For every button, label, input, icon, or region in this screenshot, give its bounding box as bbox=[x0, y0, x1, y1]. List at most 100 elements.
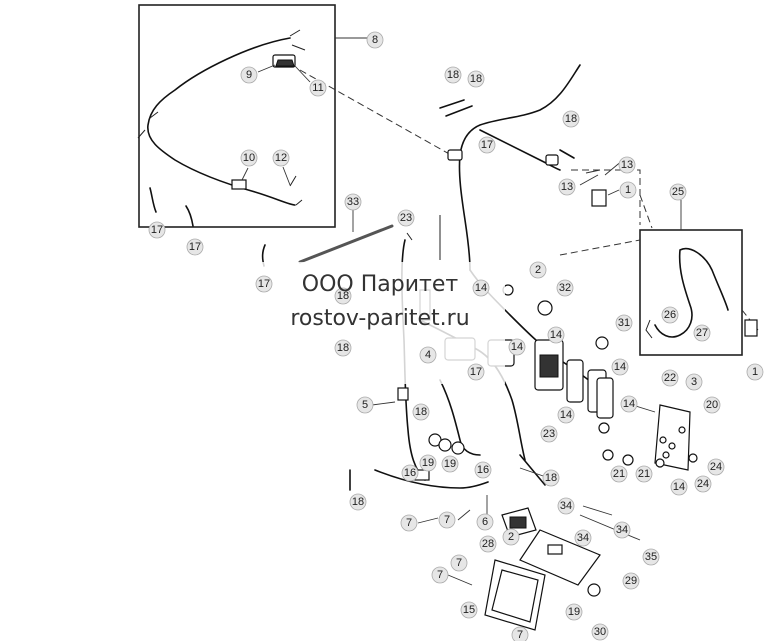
callout-9: 9 bbox=[240, 66, 258, 84]
watermark: ООО Паритет rostov-paritet.ru bbox=[230, 268, 530, 336]
callout-24-b: 24 bbox=[694, 475, 712, 493]
svg-text:17: 17 bbox=[151, 224, 163, 236]
svg-text:34: 34 bbox=[560, 500, 572, 512]
callout-19-a: 19 bbox=[419, 454, 437, 472]
svg-text:19: 19 bbox=[422, 457, 434, 469]
strap-23-lower bbox=[519, 454, 546, 486]
callout-18-g: 18 bbox=[349, 493, 367, 511]
svg-text:14: 14 bbox=[673, 481, 685, 493]
callout-21-b: 21 bbox=[635, 465, 653, 483]
callout-31: 31 bbox=[615, 314, 633, 332]
svg-text:16: 16 bbox=[404, 467, 416, 479]
callout-26: 26 bbox=[661, 306, 679, 324]
svg-text:18: 18 bbox=[337, 290, 349, 302]
callout-34-a: 34 bbox=[557, 497, 575, 515]
callout-16-b: 16 bbox=[474, 461, 492, 479]
svg-text:18: 18 bbox=[470, 73, 482, 85]
svg-text:6: 6 bbox=[482, 516, 488, 528]
svg-text:12: 12 bbox=[275, 152, 287, 164]
callout-33: 33 bbox=[344, 193, 362, 211]
svg-text:19: 19 bbox=[568, 606, 580, 618]
callout-2-a: 2 bbox=[529, 261, 547, 279]
callout-labels: 8 9 11 10 12 17 17 17 17 18 18 18 13 13 … bbox=[148, 31, 764, 641]
svg-text:14: 14 bbox=[623, 398, 635, 410]
callout-11: 11 bbox=[309, 79, 327, 97]
svg-text:14: 14 bbox=[550, 329, 562, 341]
callout-14-c: 14 bbox=[508, 338, 526, 356]
svg-text:2: 2 bbox=[508, 531, 514, 543]
svg-text:31: 31 bbox=[618, 317, 630, 329]
svg-text:7: 7 bbox=[444, 514, 450, 526]
callout-18-b: 18 bbox=[467, 70, 485, 88]
callout-5: 5 bbox=[356, 396, 374, 414]
svg-text:24: 24 bbox=[697, 478, 709, 490]
inset-harness-25 bbox=[639, 229, 743, 356]
watermark-website: rostov-paritet.ru bbox=[290, 306, 470, 331]
callout-14-g: 14 bbox=[670, 478, 688, 496]
svg-text:19: 19 bbox=[444, 458, 456, 470]
svg-text:1: 1 bbox=[625, 184, 631, 196]
watermark-backdrop bbox=[245, 262, 505, 384]
svg-text:10: 10 bbox=[243, 152, 255, 164]
svg-text:3: 3 bbox=[691, 376, 697, 388]
svg-text:1: 1 bbox=[752, 366, 758, 378]
callout-7-a: 7 bbox=[400, 514, 418, 532]
svg-text:35: 35 bbox=[645, 551, 657, 563]
callout-29: 29 bbox=[622, 572, 640, 590]
callout-32: 32 bbox=[556, 279, 574, 297]
svg-text:17: 17 bbox=[258, 278, 270, 290]
callout-7-d: 7 bbox=[431, 566, 449, 584]
svg-text:8: 8 bbox=[372, 34, 378, 46]
callout-28: 28 bbox=[479, 535, 497, 553]
svg-text:26: 26 bbox=[664, 309, 676, 321]
svg-text:30: 30 bbox=[594, 626, 606, 638]
callout-22: 22 bbox=[661, 369, 679, 387]
callout-4: 4 bbox=[419, 346, 437, 364]
connector-cluster bbox=[502, 284, 614, 434]
callout-2-b: 2 bbox=[502, 528, 520, 546]
callout-17-a: 17 bbox=[148, 221, 166, 239]
svg-text:18: 18 bbox=[415, 406, 427, 418]
svg-text:20: 20 bbox=[706, 399, 718, 411]
callout-23-a: 23 bbox=[397, 209, 415, 227]
callout-14-d: 14 bbox=[611, 358, 629, 376]
svg-text:34: 34 bbox=[577, 532, 589, 544]
svg-text:7: 7 bbox=[437, 569, 443, 581]
svg-text:2: 2 bbox=[535, 264, 541, 276]
dashed-link-25 bbox=[559, 169, 759, 331]
callout-27: 27 bbox=[693, 324, 711, 342]
svg-text:17: 17 bbox=[470, 366, 482, 378]
dashed-link-8 bbox=[299, 69, 461, 161]
svg-text:32: 32 bbox=[559, 282, 571, 294]
callout-8: 8 bbox=[366, 31, 384, 49]
callout-34-b: 34 bbox=[613, 521, 631, 539]
svg-text:17: 17 bbox=[189, 241, 201, 253]
svg-text:22: 22 bbox=[664, 372, 676, 384]
callout-17-b: 17 bbox=[186, 238, 204, 256]
callout-18-f: 18 bbox=[542, 469, 560, 487]
callout-13-a: 13 bbox=[618, 156, 636, 174]
svg-text:7: 7 bbox=[406, 517, 412, 529]
callout-3: 3 bbox=[685, 373, 703, 391]
callout-14-a: 14 bbox=[472, 279, 490, 297]
callout-19-c: 19 bbox=[565, 603, 583, 621]
callout-7-e: 7 bbox=[511, 626, 529, 641]
callout-1-b: 1 bbox=[746, 363, 764, 381]
callout-34-c: 34 bbox=[574, 529, 592, 547]
conduit-33 bbox=[298, 224, 394, 264]
svg-text:18: 18 bbox=[545, 472, 557, 484]
svg-text:13: 13 bbox=[621, 159, 633, 171]
svg-text:9: 9 bbox=[246, 69, 252, 81]
bracket-1-upper bbox=[591, 189, 607, 207]
inset-harness-8 bbox=[137, 4, 336, 228]
callout-13-b: 13 bbox=[558, 178, 576, 196]
callout-18-e: 18 bbox=[412, 403, 430, 421]
svg-text:18: 18 bbox=[337, 342, 349, 354]
callout-17-c: 17 bbox=[255, 275, 273, 293]
callout-16-a: 16 bbox=[401, 464, 419, 482]
callout-18-a: 18 bbox=[444, 66, 462, 84]
callout-10: 10 bbox=[240, 149, 258, 167]
svg-text:15: 15 bbox=[463, 604, 475, 616]
callout-17-d: 17 bbox=[478, 136, 496, 154]
callout-14-e: 14 bbox=[557, 406, 575, 424]
